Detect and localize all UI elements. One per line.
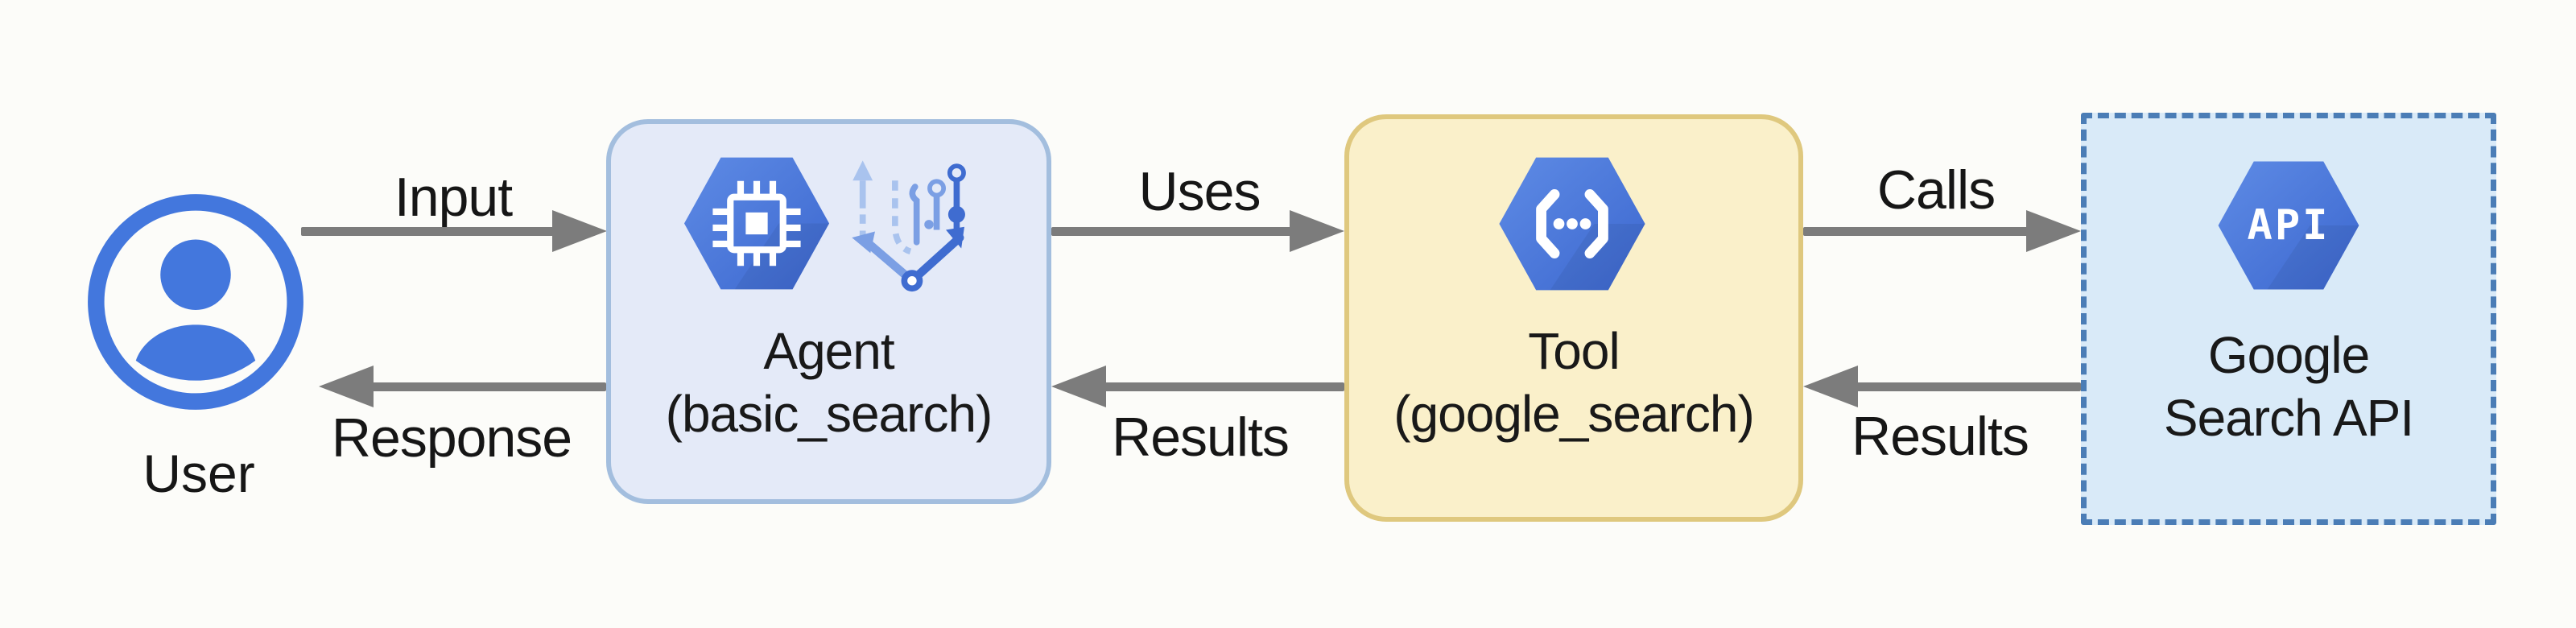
chip-hexagon-icon (683, 157, 830, 290)
agent-title: Agent (763, 322, 894, 380)
arrow-left-head-icon (1803, 366, 1858, 407)
tool-title: Tool (1528, 322, 1620, 380)
results-tool-agent-label: Results (1112, 407, 1290, 468)
api-hexagon-icon (2218, 161, 2359, 290)
api-subtitle: Search API (2163, 389, 2414, 447)
response-edge-label: Response (331, 407, 572, 469)
arrow-right-head-icon (552, 210, 607, 252)
person-circle-icon (88, 194, 303, 410)
agent-subtitle: (basic_search) (665, 385, 993, 443)
code-brackets-hexagon-icon (1499, 157, 1645, 291)
user-label: User (142, 444, 255, 503)
arrow-right-head-icon (2026, 210, 2081, 252)
arrow-left-head-icon (319, 366, 374, 407)
api-badge-text: API (2247, 201, 2330, 250)
input-edge-label: Input (394, 167, 513, 228)
branch-route-icon (852, 160, 966, 292)
arrow-right-head-icon (1290, 210, 1344, 252)
uses-edge-label: Uses (1138, 161, 1261, 222)
arrow-left-head-icon (1051, 366, 1106, 407)
api-title: Google (2207, 326, 2370, 384)
agent-node-box: Agent (basic_search) (606, 119, 1051, 504)
calls-edge-label: Calls (1876, 159, 1996, 221)
tool-subtitle: (google_search) (1393, 385, 1755, 443)
results-api-tool-label: Results (1852, 406, 2029, 467)
